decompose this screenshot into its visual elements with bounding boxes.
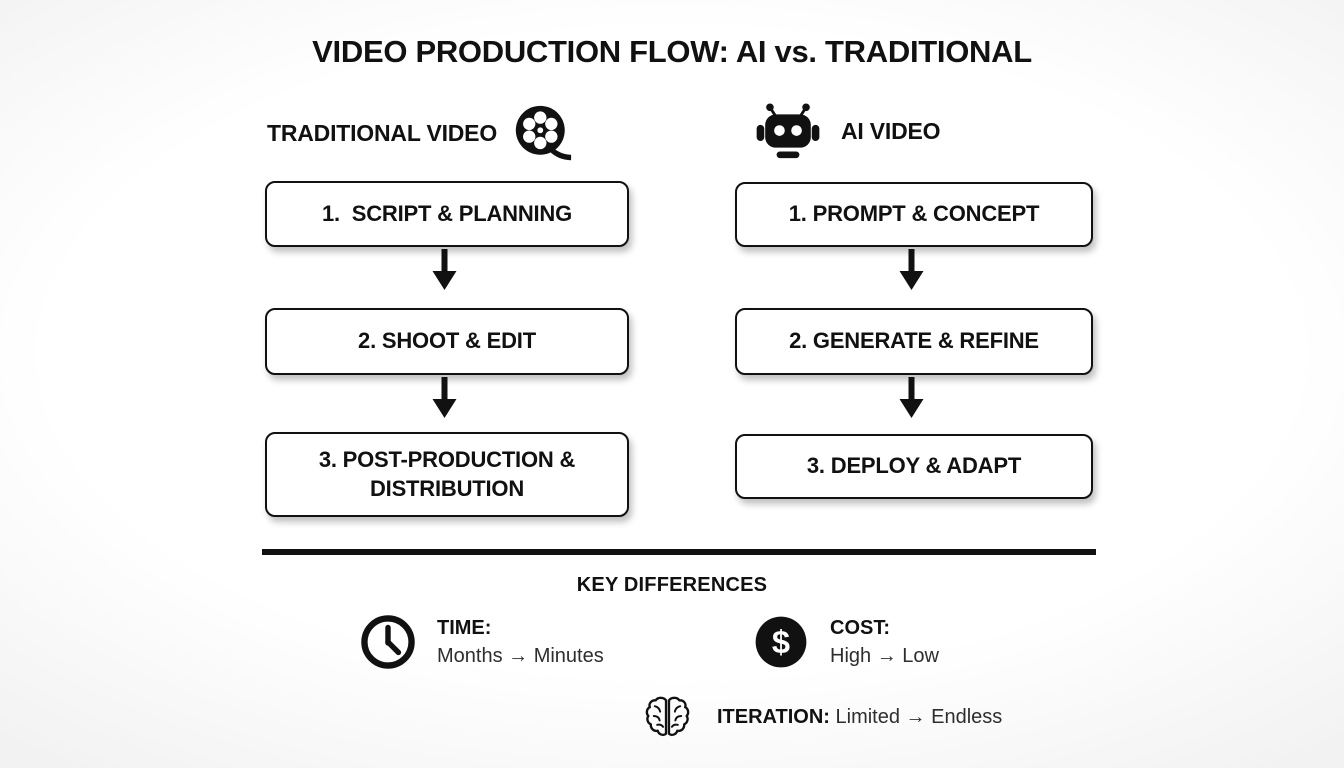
iteration-label: ITERATION:: [717, 705, 830, 728]
key-differences-heading: KEY DIFFERENCES: [576, 574, 768, 596]
step-box-ai-1: 1. PROMPT & CONCEPT: [735, 182, 1093, 247]
down-arrow-icon: [431, 249, 458, 290]
dollar-icon: $: [752, 613, 810, 671]
down-arrow-icon: [431, 377, 458, 418]
key-difference-time: TIME: Months → Minutes: [359, 613, 604, 671]
time-value: Months → Minutes: [437, 645, 604, 667]
svg-text:$: $: [772, 623, 790, 660]
step-box-traditional-3: 3. POST-PRODUCTION & DISTRIBUTION: [265, 432, 629, 517]
ai-header-label: AI VIDEO: [841, 118, 941, 144]
time-text: TIME: Months → Minutes: [437, 613, 604, 671]
step-box-traditional-1: 1. SCRIPT & PLANNING: [265, 181, 629, 247]
film-reel-icon: [514, 104, 572, 162]
key-difference-iteration: ITERATION: Limited → Endless: [644, 693, 1002, 741]
step-box-traditional-2: 2. SHOOT & EDIT: [265, 308, 629, 375]
step-box-ai-3: 3. DEPLOY & ADAPT: [735, 434, 1093, 499]
key-difference-cost: $ COST: High → Low: [752, 613, 939, 671]
section-divider: [262, 549, 1096, 555]
clock-icon: [359, 613, 417, 671]
cost-text: COST: High → Low: [830, 613, 939, 671]
cost-value: High → Low: [830, 645, 939, 667]
page-title: VIDEO PRODUCTION FLOW: AI vs. TRADITIONA…: [312, 34, 1032, 69]
robot-icon: [750, 101, 826, 162]
iteration-value: Limited → Endless: [835, 705, 1003, 728]
ai-column-header: AI VIDEO: [750, 101, 941, 162]
cost-label: COST:: [830, 617, 890, 639]
down-arrow-icon: [898, 249, 925, 290]
traditional-header-label: TRADITIONAL VIDEO: [267, 119, 498, 146]
traditional-column-header: TRADITIONAL VIDEO: [267, 104, 572, 162]
brain-icon: [644, 693, 691, 741]
down-arrow-icon: [898, 377, 925, 418]
iteration-text: ITERATION: Limited → Endless: [717, 706, 1002, 729]
time-label: TIME:: [437, 617, 492, 639]
step-box-ai-2: 2. GENERATE & REFINE: [735, 308, 1093, 375]
